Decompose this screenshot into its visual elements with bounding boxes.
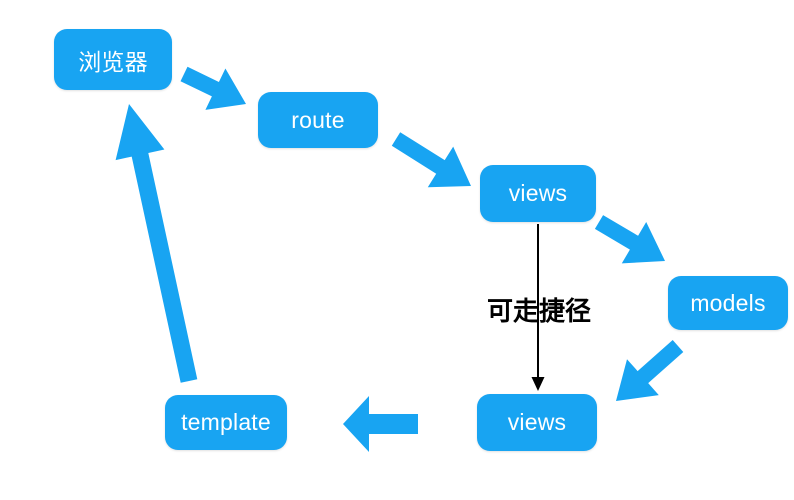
arrow-views-to-models [594, 215, 665, 264]
node-views-top: views [480, 165, 596, 222]
node-browser: 浏览器 [54, 29, 172, 90]
arrow-template-to-browser [115, 104, 198, 383]
node-template-label: template [181, 409, 271, 435]
shortcut-arrowhead [531, 377, 545, 391]
shortcut-arrow [531, 224, 545, 391]
node-route-label: route [291, 106, 345, 133]
shortcut-label: 可走捷径 [486, 296, 591, 326]
node-models: models [668, 276, 788, 330]
arrow-views-to-template [343, 396, 418, 452]
node-views-bottom-label: views [507, 409, 567, 435]
node-browser-label: 浏览器 [78, 48, 148, 75]
arrow-browser-to-route [180, 66, 246, 110]
arrow-models-to-views [616, 340, 684, 401]
node-views-bottom: views [477, 394, 597, 451]
node-models-label: models [690, 289, 766, 316]
node-template: template [165, 395, 287, 450]
node-views-top-label: views [508, 180, 568, 206]
node-route: route [258, 92, 378, 148]
arrow-route-to-views [391, 132, 471, 188]
